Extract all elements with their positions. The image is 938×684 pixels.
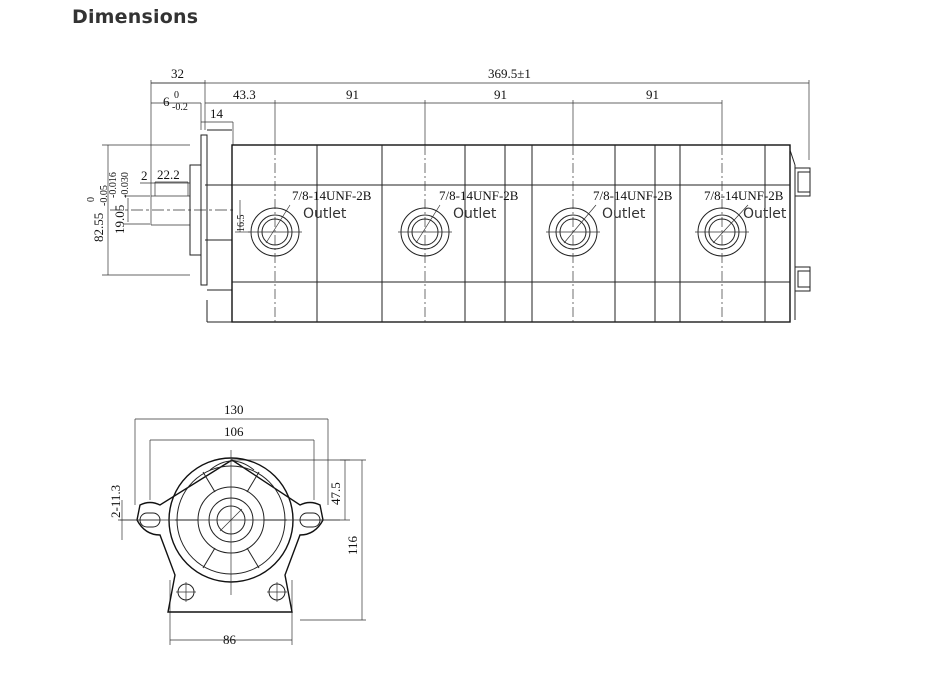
port-1	[248, 204, 302, 257]
port-4-thread: 7/8-14UNF-2B	[704, 188, 784, 203]
dim-19-05: 19.05	[112, 205, 127, 234]
dim-6: 6	[163, 94, 170, 109]
dim-19-05-lower-tol: -0.030	[120, 172, 131, 198]
front-view	[118, 418, 366, 645]
dim-91-b: 91	[494, 87, 507, 102]
dim-91-a: 91	[346, 87, 359, 102]
dim-82-55: 82.55	[91, 213, 106, 242]
dim-19-05-upper-tol: -0.016	[108, 172, 119, 198]
dim-82-55-group: 82.55 0 -0.05	[86, 185, 110, 242]
port-2-thread: 7/8-14UNF-2B	[439, 188, 519, 203]
dim-6-lower-tol: -0.2	[172, 102, 188, 113]
dim-116: 116	[345, 535, 360, 555]
side-view	[102, 80, 811, 325]
port-1-label: Outlet	[303, 206, 347, 222]
dim-82-55-upper-tol: 0	[86, 197, 97, 202]
dim-2: 2	[141, 168, 148, 183]
dim-overall-length: 369.5±1	[488, 66, 531, 81]
dim-47-5: 47.5	[328, 482, 343, 505]
port-2	[398, 204, 452, 257]
dim-86: 86	[223, 632, 237, 647]
port-3-thread: 7/8-14UNF-2B	[593, 188, 673, 203]
dim-43-3: 43.3	[233, 87, 256, 102]
port-3	[546, 204, 600, 257]
dim-6-upper-tol: 0	[174, 90, 179, 101]
dim-32: 32	[171, 66, 184, 81]
dim-14: 14	[210, 106, 224, 121]
dim-2-holes: 2-11.3	[108, 485, 123, 518]
dim-82-55-lower-tol: -0.05	[99, 185, 110, 206]
port-3-label: Outlet	[602, 206, 646, 222]
dim-130: 130	[224, 402, 244, 417]
port-1-thread: 7/8-14UNF-2B	[292, 188, 372, 203]
port-2-label: Outlet	[453, 206, 497, 222]
dim-19-05-group: 19.05 -0.016 -0.030	[108, 172, 131, 234]
port-4-label: Outlet	[743, 206, 787, 222]
section-heading: Dimensions	[72, 6, 199, 28]
dim-106: 106	[224, 424, 244, 439]
dim-91-c: 91	[646, 87, 659, 102]
dim-16-5: 16.5	[236, 215, 247, 233]
port-4	[695, 204, 749, 257]
dim-22-2: 22.2	[157, 167, 180, 182]
